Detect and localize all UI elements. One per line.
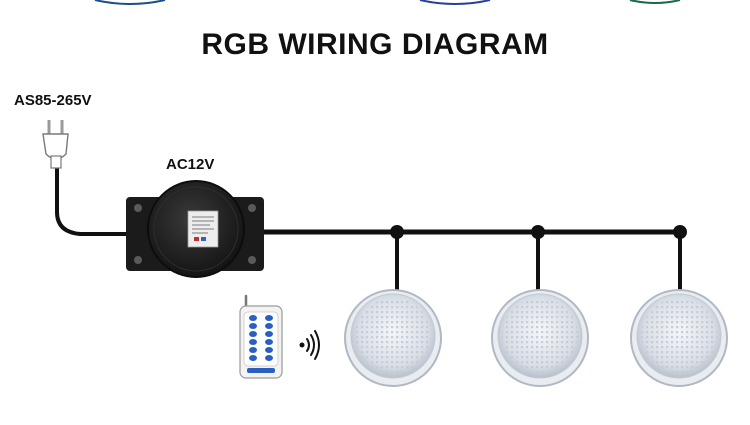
- pool-light-icon: [630, 289, 728, 387]
- input-cable: [55, 166, 132, 236]
- wireless-signal-icon: [299, 330, 320, 360]
- diagram-title: RGB WIRING DIAGRAM: [201, 28, 549, 61]
- transformer-icon: [126, 180, 264, 278]
- junction-node-3: [673, 225, 687, 239]
- decorative-arc: [419, 0, 491, 5]
- junction-node-1: [390, 225, 404, 239]
- pool-light-icon: [344, 289, 442, 387]
- input-voltage-label: AS85-265V: [14, 92, 92, 109]
- decorative-arc: [629, 0, 681, 4]
- junction-node-2: [531, 225, 545, 239]
- output-voltage-label: AC12V: [166, 156, 215, 173]
- power-plug-icon: [42, 120, 69, 169]
- decorative-arc: [94, 0, 166, 5]
- remote-control-icon: [239, 294, 283, 379]
- pool-light-icon: [491, 289, 589, 387]
